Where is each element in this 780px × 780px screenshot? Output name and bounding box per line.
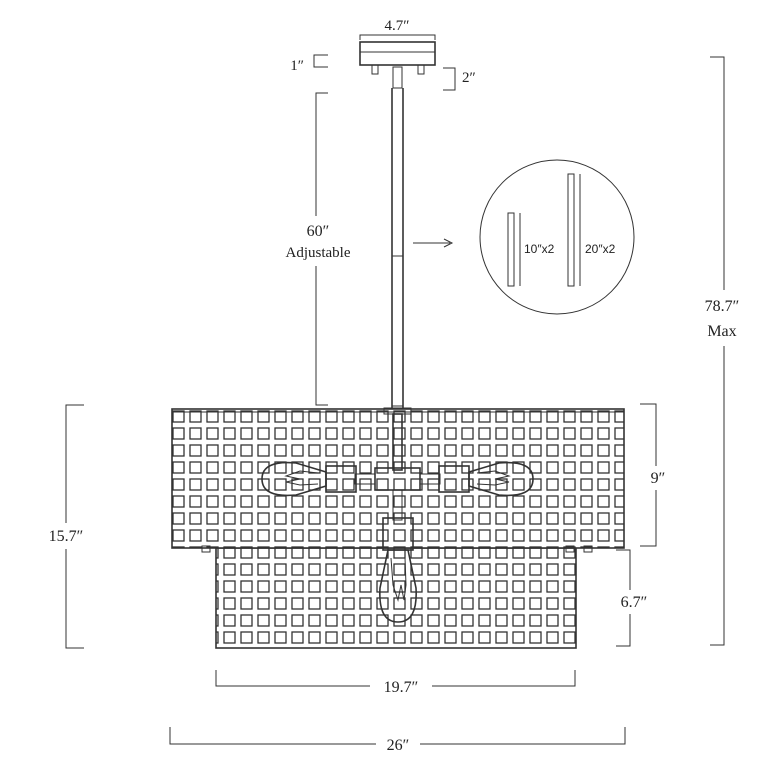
upper-shade-width-label: 26″ [387,737,410,754]
rod-length-dimension: 60″ Adjustable [276,92,358,406]
lower-shade [215,547,577,649]
canopy-height-dimension: 1″ [290,54,328,74]
fixture-height-dimension: 15.7″ [36,404,98,649]
bulb-right [468,461,534,497]
upper-shade [171,408,625,553]
lower-shade-width-label: 19.7″ [384,679,419,696]
rod-detail-circle: 10″x2 20″x2 [479,159,635,315]
lower-shade-height-label: 6.7″ [621,594,648,611]
canopy-width-label: 4.7″ [385,18,410,34]
canopy-width-dimension: 4.7″ [359,18,436,40]
overall-height-dimension: 78.7″ Max [690,56,754,646]
short-rods-label: 10″x2 [524,242,555,256]
fixture-height-label: 15.7″ [49,528,84,545]
canopy [359,41,436,75]
down-rod [391,66,404,408]
rod-adjustable-label: Adjustable [286,245,351,261]
upper-shade-height-dimension: 9″ [640,403,672,547]
bulb-left [261,461,327,497]
rod-length-label: 60″ [307,223,330,240]
canopy-drop-label: 2″ [462,70,476,86]
upper-shade-width-dimension: 26″ [169,727,626,755]
detail-arrow [413,238,454,248]
long-rods-label: 20″x2 [585,242,616,256]
lower-shade-width-dimension: 19.7″ [215,670,576,697]
lower-shade-height-dimension: 6.7″ [612,549,656,647]
overall-height-label: 78.7″ [705,298,740,315]
upper-shade-height-label: 9″ [651,470,666,487]
canopy-drop-dimension: 2″ [443,67,476,91]
bulb-bottom [379,549,417,623]
overall-height-note: Max [707,323,736,340]
canopy-height-label: 1″ [290,58,304,74]
